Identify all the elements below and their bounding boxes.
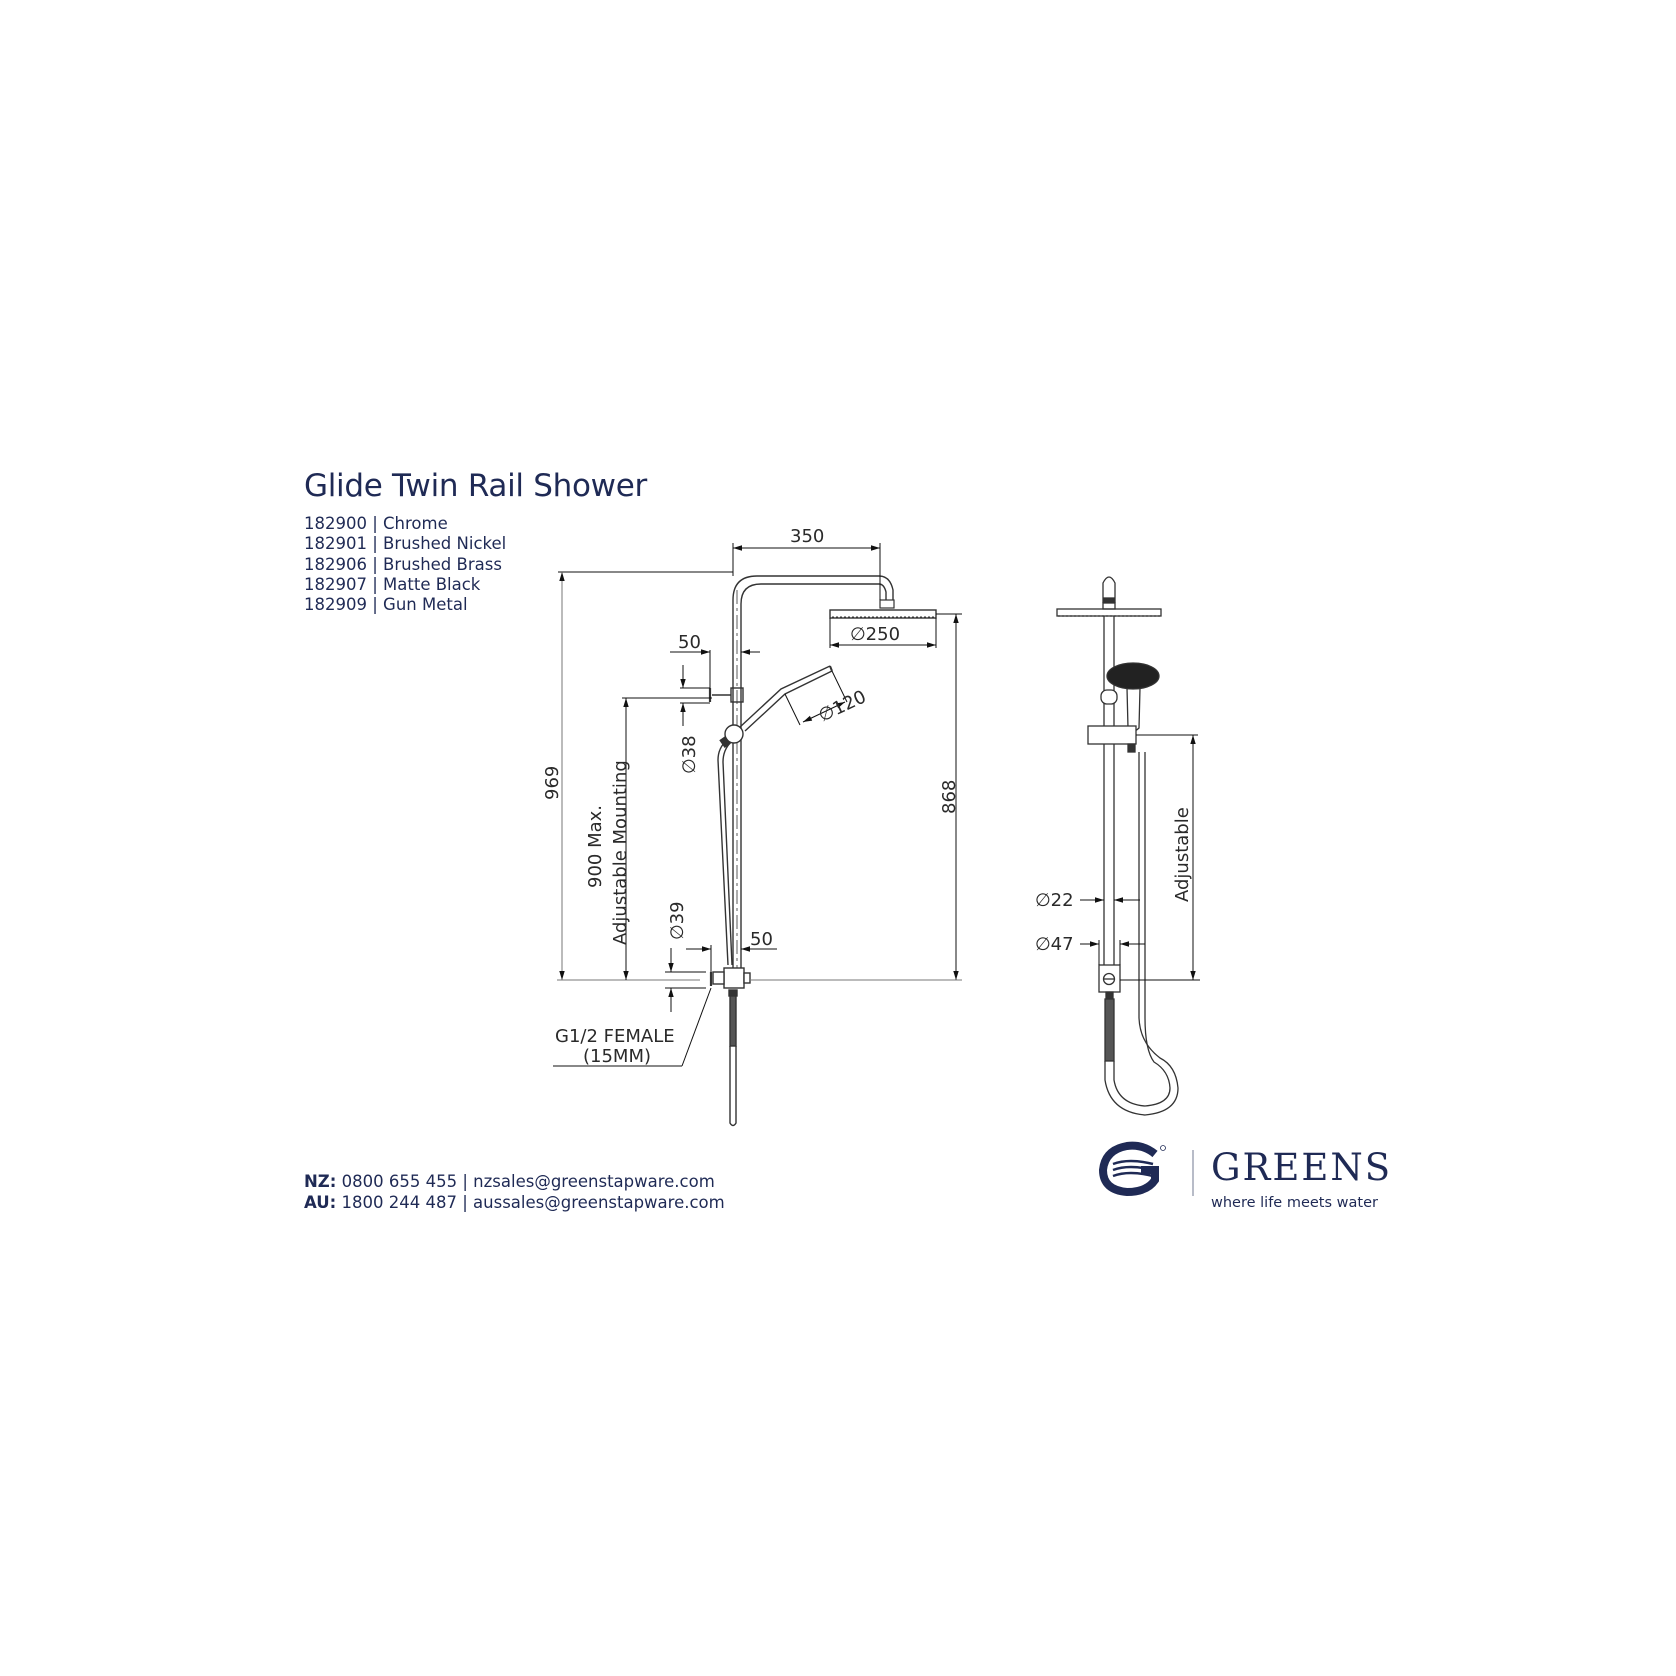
dim-mounting-label-line2: Adjustable Mounting <box>610 760 631 945</box>
contact-region: AU: <box>304 1192 337 1212</box>
front-view <box>708 575 937 1127</box>
contact-email[interactable]: aussales@greenstapware.com <box>473 1192 725 1212</box>
contact-phone: 1800 244 487 <box>341 1192 457 1212</box>
contact-nz: NZ: 0800 655 455 | nzsales@greenstapware… <box>304 1172 715 1191</box>
product-code-item: 182901 | Brushed Nickel <box>304 534 507 554</box>
dim-arm-projection: 350 <box>790 526 824 547</box>
brand-name: GREENS <box>1211 1146 1393 1189</box>
front-dimensions <box>553 543 962 1067</box>
dim-inlet-offset: 50 <box>750 929 773 950</box>
dim-overhead-height: 868 <box>939 780 960 814</box>
logo-divider <box>1192 1150 1194 1196</box>
greens-g-wave-logo-icon <box>1098 1141 1166 1197</box>
inlet-label-line1: G1/2 FEMALE <box>555 1026 675 1047</box>
product-code-item: 182909 | Gun Metal <box>304 595 468 615</box>
greens-logo: GREENS where life meets water <box>1095 1140 1395 1220</box>
side-dimensions <box>1080 734 1200 981</box>
side-dimension-labels: ∅22 ∅47 Adjustable <box>1035 807 1193 955</box>
product-code-list: 182900 | Chrome 182901 | Brushed Nickel … <box>304 514 506 615</box>
contact-phone: 0800 655 455 <box>341 1172 458 1191</box>
dim-overall-height: 969 <box>542 766 563 800</box>
dim-bracket-diameter: ∅38 <box>679 735 700 774</box>
side-view <box>1056 576 1179 1116</box>
inlet-label-line2: (15MM) <box>583 1046 651 1067</box>
dim-rail-diameter: ∅22 <box>1035 890 1074 911</box>
front-dimension-labels: 350 ∅250 50 ∅120 ∅38 969 900 Max. Adjust… <box>542 526 960 1067</box>
product-code-item: 182906 | Brushed Brass <box>304 554 502 574</box>
product-code-item: 182907 | Matte Black <box>304 574 481 594</box>
dim-bracket-offset: 50 <box>678 632 701 653</box>
product-title: Glide Twin Rail Shower <box>304 468 647 504</box>
contact-region: NZ: <box>304 1172 337 1191</box>
contact-au: AU: 1800 244 487 | aussales@greenstapwar… <box>304 1192 725 1212</box>
contact-info: NZ: 0800 655 455 | nzsales@greenstapware… <box>304 1172 725 1213</box>
dim-mounting-label-line1: 900 Max. <box>585 805 606 888</box>
dim-base-diameter: ∅47 <box>1035 934 1074 955</box>
brand-tagline: where life meets water <box>1211 1195 1378 1211</box>
contact-email[interactable]: nzsales@greenstapware.com <box>473 1172 715 1191</box>
product-code-item: 182900 | Chrome <box>304 514 448 533</box>
dim-inlet-diameter: ∅39 <box>667 901 688 940</box>
dim-adjustable: Adjustable <box>1172 807 1193 902</box>
dim-overhead-diameter: ∅250 <box>850 624 900 645</box>
